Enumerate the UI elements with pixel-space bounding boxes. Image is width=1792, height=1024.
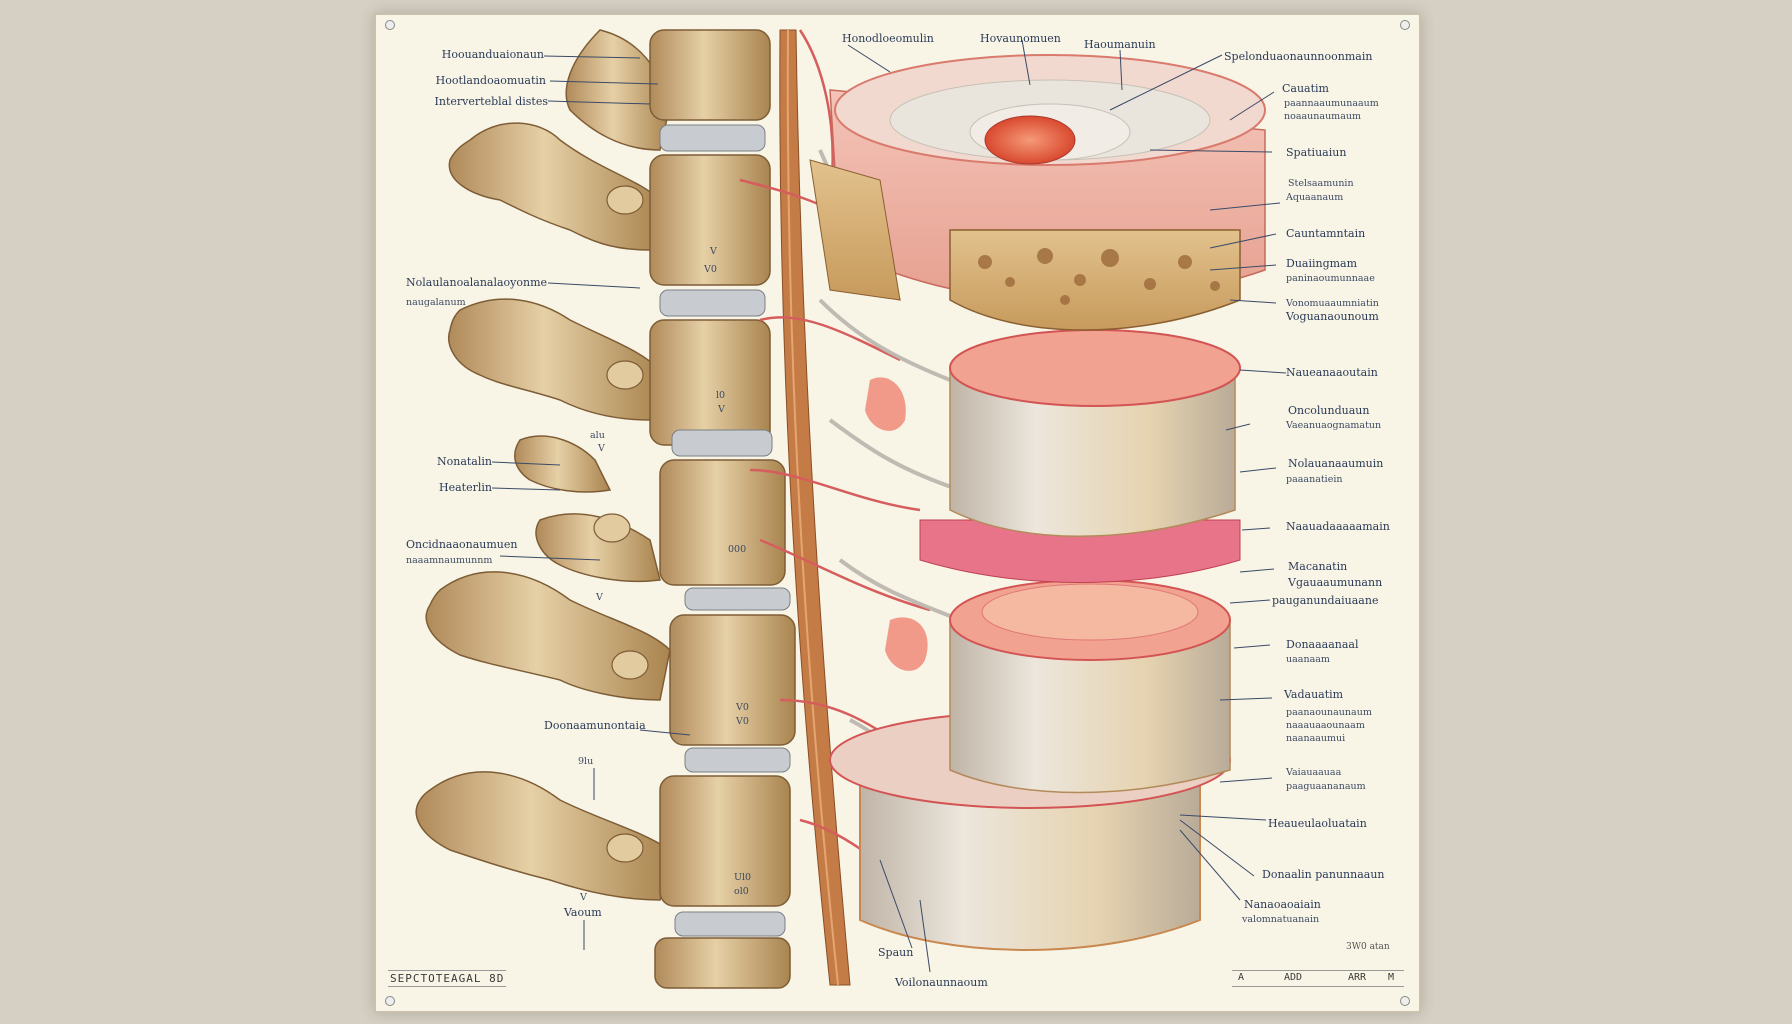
label-left-4: Nolaulanoalanalaoyonme — [406, 276, 548, 289]
label-right-25: paanaounaunaum — [1286, 707, 1372, 718]
label-bottom-1: Spaun — [878, 946, 914, 959]
label-left-11: Vaoum — [564, 906, 602, 919]
label-right-15: Vaeanuaognamatun — [1286, 420, 1382, 431]
label-right-1: Spelonduaonaunnoonmain — [1224, 50, 1373, 63]
label-right-26: naaauaaounaam — [1286, 720, 1365, 731]
label-right-33: valomnatuanain — [1242, 914, 1320, 925]
label-left-1: Hoouanduaionaun — [441, 48, 544, 61]
vertebra-mark: V — [710, 246, 717, 257]
label-left-3: Interverteblal distes — [434, 95, 548, 108]
label-right-16: Nolauanaaumuin — [1288, 457, 1384, 470]
label-right-7: Aquaanaum — [1286, 192, 1344, 203]
label-right-18: Naauadaaaaamain — [1286, 520, 1390, 533]
vertebra-mark: V0 — [704, 264, 717, 275]
label-right-9: Duaiingmam — [1286, 257, 1358, 270]
vertebra-mark: V — [580, 892, 587, 903]
vertebra-mark: V — [598, 443, 605, 454]
label-right-3: paannaaumunaaum — [1284, 98, 1379, 109]
label-left-5: naugalanum — [406, 297, 466, 308]
label-left-9: naaamnaumunnm — [406, 555, 493, 566]
vertebra-mark: V0 — [736, 716, 749, 727]
scale-d: M — [1388, 972, 1395, 983]
label-right-30: Heaueulaoluatain — [1268, 817, 1367, 830]
label-left-7: Heaterlin — [439, 481, 492, 494]
label-right-8: Cauntamntain — [1286, 227, 1366, 240]
label-right-2: Cauatim — [1282, 82, 1329, 95]
vertebra-mark: ol0 — [734, 886, 749, 897]
vertebra-mark: V0 — [736, 702, 749, 713]
trabecular-holes — [978, 248, 1220, 305]
label-top-1: Honodloeomulin — [842, 32, 934, 45]
label-right-29: paaguaananaum — [1286, 781, 1366, 792]
pin-icon — [1400, 20, 1410, 30]
vertebra-mark: V — [596, 592, 603, 603]
pin-icon — [1400, 996, 1410, 1006]
label-right-19: Macanatin — [1288, 560, 1348, 573]
label-right-20: Vgauaaumunann — [1288, 576, 1383, 589]
label-right-5: Spatiuaiun — [1286, 146, 1347, 159]
label-right-32: Nanaoaoaiain — [1244, 898, 1321, 911]
label-right-22: Donaaaanaal — [1286, 638, 1359, 651]
vertebra-mark: Ul0 — [734, 872, 752, 883]
label-top-2: Hovaunomuen — [980, 32, 1061, 45]
label-right-17: paaanatiein — [1286, 474, 1343, 485]
scale-c: ARR — [1348, 972, 1367, 983]
spinous-processes — [415, 29, 671, 901]
label-top-3: Haoumanuin — [1084, 38, 1156, 51]
disc-cross-section — [809, 54, 1266, 951]
label-bottom-2: Voilonaunnaoum — [895, 976, 988, 989]
label-right-4: noaaunaumaum — [1284, 111, 1361, 122]
scale-b: ADD — [1284, 972, 1303, 983]
label-left-8: Oncidnaaonaumuen — [406, 538, 518, 551]
scale-note: 3W0 atan — [1346, 942, 1390, 952]
label-left-6: Nonatalin — [437, 455, 492, 468]
spinal-cord — [779, 29, 851, 986]
footer-title: SEPCTOTEAGAL 8D — [388, 970, 507, 987]
vertebra-mark: l0 — [716, 390, 726, 401]
label-right-14: Oncolunduaun — [1288, 404, 1370, 417]
label-right-28: Vaiauaauaa — [1286, 767, 1342, 778]
vertebra-mark: 9lu — [578, 756, 594, 767]
label-right-31: Donaalin panunnaaun — [1262, 868, 1385, 881]
inflamed-tissue — [865, 377, 928, 671]
label-right-27: naanaaumui — [1286, 733, 1346, 744]
label-right-11: Vonomuaaumniatin — [1286, 298, 1379, 309]
vertebra-mark: alu — [590, 430, 605, 441]
pin-icon — [385, 20, 395, 30]
vertebra-mark: V — [718, 404, 725, 415]
pin-icon — [385, 996, 395, 1006]
label-right-13: Naueanaaoutain — [1286, 366, 1378, 379]
label-right-6: Stelsaamunin — [1288, 178, 1354, 189]
footer-scale-bar: A ADD ARR M — [1232, 970, 1404, 987]
scale-a: A — [1238, 972, 1245, 983]
facet-joints — [593, 185, 649, 863]
label-right-23: uaanaam — [1286, 654, 1330, 665]
label-right-21: pauganundaiuaane — [1272, 594, 1379, 607]
label-right-10: paninaoumunnaae — [1286, 273, 1375, 284]
label-left-2: Hootlandoaomuatin — [435, 74, 546, 87]
label-left-10: Doonaamunontaia — [544, 719, 646, 732]
vertebra-mark: 000 — [728, 544, 747, 555]
label-right-24: Vadauatim — [1284, 688, 1344, 701]
label-right-12: Voguanaounoum — [1286, 310, 1379, 323]
vertebral-column — [649, 29, 796, 989]
leader-lines — [491, 39, 1287, 973]
